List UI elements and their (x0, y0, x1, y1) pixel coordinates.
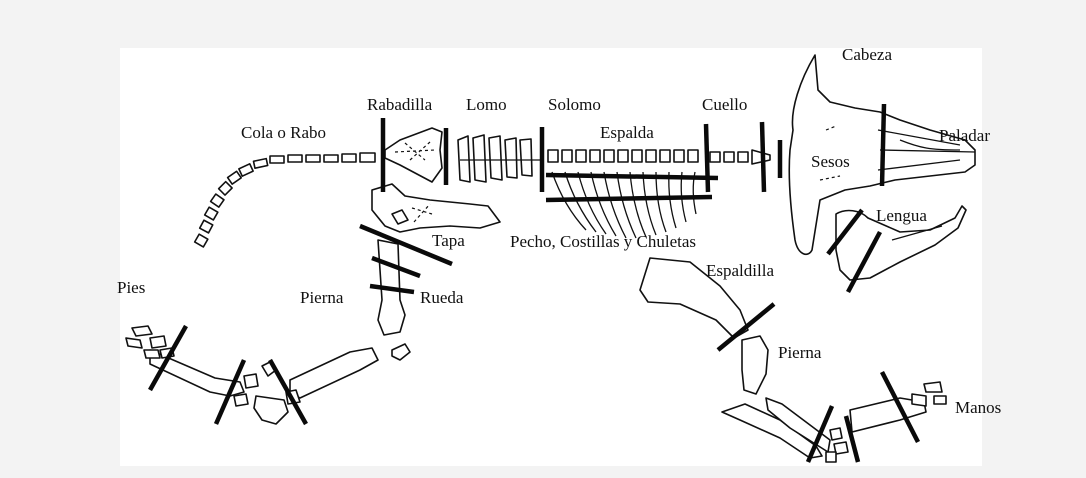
humerus-bone (742, 336, 768, 394)
sacrum-bone (385, 128, 442, 182)
label-cabeza: Cabeza (842, 46, 892, 63)
label-lengua: Lengua (876, 207, 927, 224)
pelvis-bone (372, 184, 500, 232)
label-pierna-trasera: Pierna (300, 289, 343, 306)
label-cuello: Cuello (702, 96, 747, 113)
label-sesos: Sesos (811, 153, 850, 170)
back-foot-bones (126, 326, 300, 424)
label-lomo: Lomo (466, 96, 507, 113)
label-pies: Pies (117, 279, 145, 296)
label-cola: Cola o Rabo (241, 124, 326, 141)
label-pecho: Pecho, Costillas y Chuletas (510, 233, 696, 250)
lumbar-vertebrae (458, 135, 540, 182)
label-rueda: Rueda (420, 289, 463, 306)
tail-bones (195, 153, 375, 247)
label-pierna-delantera: Pierna (778, 344, 821, 361)
ribs (552, 172, 696, 238)
label-paladar: Paladar (939, 127, 990, 144)
label-tapa: Tapa (432, 232, 465, 249)
label-rabadilla: Rabadilla (367, 96, 432, 113)
front-foot-bones (826, 382, 946, 462)
thoracic-vertebrae (548, 150, 698, 162)
label-solomo: Solomo (548, 96, 601, 113)
label-espaldilla: Espaldilla (706, 262, 774, 279)
label-manos: Manos (955, 399, 1001, 416)
tibia-bone (290, 348, 378, 398)
patella-bone (392, 344, 410, 360)
label-espalda: Espalda (600, 124, 654, 141)
